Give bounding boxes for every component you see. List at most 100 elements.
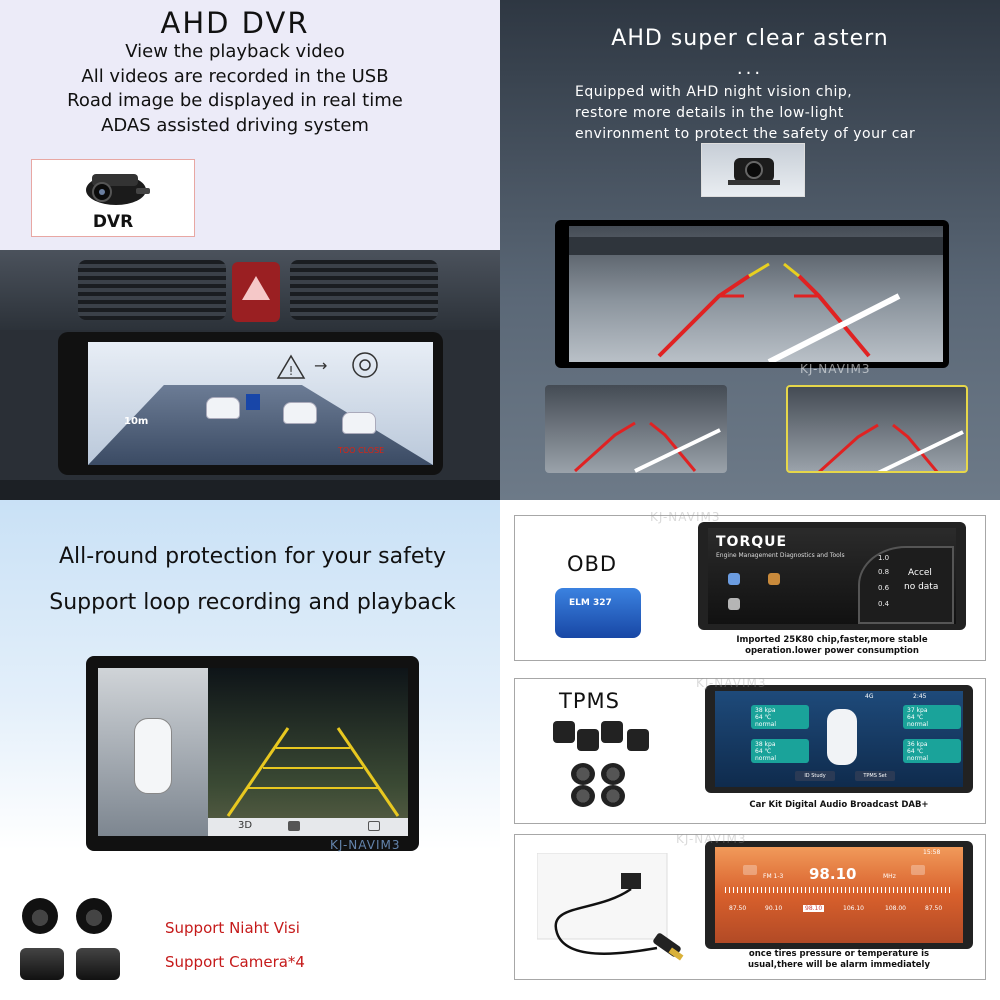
- frequency-display: 98.10: [809, 865, 857, 883]
- dvr-section: AHD DVR View the playback video All vide…: [0, 0, 500, 250]
- tpms-cap-icon: [571, 763, 595, 785]
- tpms-sensor-icon: [627, 729, 649, 751]
- astern-section: AHD super clear astern ... Equipped with…: [500, 0, 1000, 500]
- parking-guide-lines: [226, 727, 400, 817]
- parking-guide-lines: [817, 423, 964, 471]
- preset-button[interactable]: 87.50: [925, 905, 943, 912]
- dvr-camera-icon: [86, 174, 150, 205]
- preset-button-active[interactable]: 98.10: [803, 905, 825, 912]
- adas-warning: TOO CLOSE: [338, 446, 385, 455]
- camera-bullet-icon: [20, 948, 64, 980]
- dashboard-lower: [0, 480, 500, 500]
- astern-line: environment to protect the safety of you…: [575, 126, 916, 142]
- preset-button[interactable]: 90.10: [765, 905, 783, 912]
- torque-title: TORQUE: [716, 534, 788, 550]
- tire-pressure: 38 kpa: [755, 707, 776, 714]
- exit-icon[interactable]: [368, 821, 380, 831]
- radio-screen: 15:58 FM 1-3 98.10 MHz 87.50 90.10 98.10…: [715, 847, 963, 943]
- signal-indicator: 4G: [865, 693, 874, 700]
- dab-antenna-icon: [537, 853, 684, 961]
- surround-toolbar: 3D: [208, 818, 408, 836]
- tpms-cap-icon: [571, 785, 595, 807]
- surround-tablet: 3D: [86, 656, 419, 851]
- app-icon[interactable]: [768, 573, 780, 585]
- seek-forward-button[interactable]: [911, 865, 925, 875]
- tire-pressure: 37 kpa: [907, 707, 928, 714]
- seek-back-button[interactable]: [743, 865, 757, 875]
- radio-caption: once tires pressure or temperature is us…: [705, 949, 973, 971]
- tire-temp: 64 ℃: [907, 714, 924, 721]
- parking-thumbnail-selected: [786, 385, 968, 473]
- torque-app-screen: TORQUE Engine Management Diagnostics and…: [708, 528, 956, 624]
- warning-icon: !: [276, 354, 306, 379]
- tire-pressure: 38 kpa: [755, 741, 776, 748]
- air-vent: [290, 260, 438, 320]
- night-vision-note: Support Niaht Visi: [165, 919, 300, 937]
- tpms-set-button[interactable]: TPMS Set: [855, 771, 895, 781]
- rear-camera-icon: [728, 158, 780, 185]
- dvr-feature: View the playback video: [125, 41, 345, 62]
- watermark: KJ-NAVIM3: [696, 676, 767, 690]
- app-icon[interactable]: [728, 573, 740, 585]
- svg-text:!: !: [289, 364, 294, 378]
- camera-icon[interactable]: [288, 821, 300, 831]
- tire-temp: 64 ℃: [755, 748, 772, 755]
- frequency-unit: MHz: [883, 873, 896, 880]
- gauge-value: no data: [904, 582, 939, 592]
- birdseye-view: [98, 668, 208, 836]
- watermark: KJ-NAVIM3: [800, 362, 871, 376]
- tpms-caption: Car Kit Digital Audio Broadcast DAB+: [749, 800, 929, 810]
- camera-bullet-icon: [76, 948, 120, 980]
- dashboard-photo: 10m TOO CLOSE ! →: [0, 250, 500, 500]
- tire-pressure: 36 kpa: [907, 741, 928, 748]
- mode-3d-button[interactable]: 3D: [238, 820, 253, 831]
- preset-button[interactable]: 87.50: [729, 905, 747, 912]
- tire-tile-rear-right: 36 kpa 64 ℃ normal: [903, 739, 961, 763]
- tpms-cap-icon: [601, 785, 625, 807]
- settings-icon[interactable]: [728, 598, 740, 610]
- torque-subtitle: Engine Management Diagnostics and Tools: [716, 552, 845, 559]
- preset-button[interactable]: 106.10: [843, 905, 864, 912]
- camera-dome-icon: [22, 898, 58, 934]
- pedestrian-icon: [246, 394, 260, 410]
- air-vent: [78, 260, 226, 320]
- tpms-tablet: 4G 2:45 38 kpa 64 ℃ normal 37 kpa 64 ℃ n…: [705, 685, 973, 793]
- tire-temp: 64 ℃: [755, 714, 772, 721]
- dvr-product-label: DVR: [92, 212, 134, 232]
- astern-description: Equipped with AHD night vision chip, res…: [575, 82, 915, 145]
- hazard-triangle-icon: [242, 276, 270, 300]
- gauge-tick: 0.4: [878, 600, 890, 608]
- obd-chip-label: ELM 327: [569, 598, 612, 608]
- adas-distance: 10m: [124, 416, 149, 427]
- tpms-sensor-icon: [553, 721, 575, 743]
- head-unit: 10m TOO CLOSE ! →: [58, 332, 443, 475]
- dvr-title: AHD DVR: [160, 6, 310, 40]
- dvr-product-card: DVR: [31, 159, 195, 237]
- band-label: FM 1-3: [763, 873, 784, 880]
- tpms-sensor-icon: [577, 729, 599, 751]
- tire-status: normal: [755, 755, 777, 762]
- dvr-feature: ADAS assisted driving system: [101, 114, 369, 136]
- astern-line: Equipped with AHD night vision chip,: [575, 84, 853, 100]
- hazard-button: [232, 262, 280, 322]
- tpms-panel: TPMS 4G 2:45 38 kpa 64 ℃ normal 37 kpa 6…: [514, 678, 986, 824]
- car-ahead: [206, 397, 240, 419]
- adas-screen: 10m TOO CLOSE ! →: [88, 342, 433, 465]
- astern-title: AHD super clear astern: [611, 26, 889, 51]
- caption-line: Imported 25K80 chip,faster,more stable: [736, 635, 928, 645]
- tpms-label: TPMS: [559, 689, 620, 713]
- tire-status: normal: [907, 755, 929, 762]
- obd-panel: OBD ELM 327 TORQUE Engine Management Dia…: [514, 515, 986, 661]
- astern-line: restore more details in the low-light: [575, 105, 844, 121]
- preset-button[interactable]: 108.00: [885, 905, 906, 912]
- id-study-button[interactable]: ID Study: [795, 771, 835, 781]
- tire-temp: 64 ℃: [907, 748, 924, 755]
- tire-status: normal: [755, 721, 777, 728]
- gauge-tick: 0.8: [878, 568, 890, 576]
- surround-heading: All-round protection for your safety: [58, 544, 447, 569]
- radio-panel: 15:58 FM 1-3 98.10 MHz 87.50 90.10 98.10…: [514, 834, 986, 980]
- clock: 15:58: [923, 849, 941, 856]
- caption-line: operation.lower power consumption: [745, 646, 919, 656]
- parking-view: [569, 226, 943, 362]
- watermark: KJ-NAVIM3: [676, 832, 747, 846]
